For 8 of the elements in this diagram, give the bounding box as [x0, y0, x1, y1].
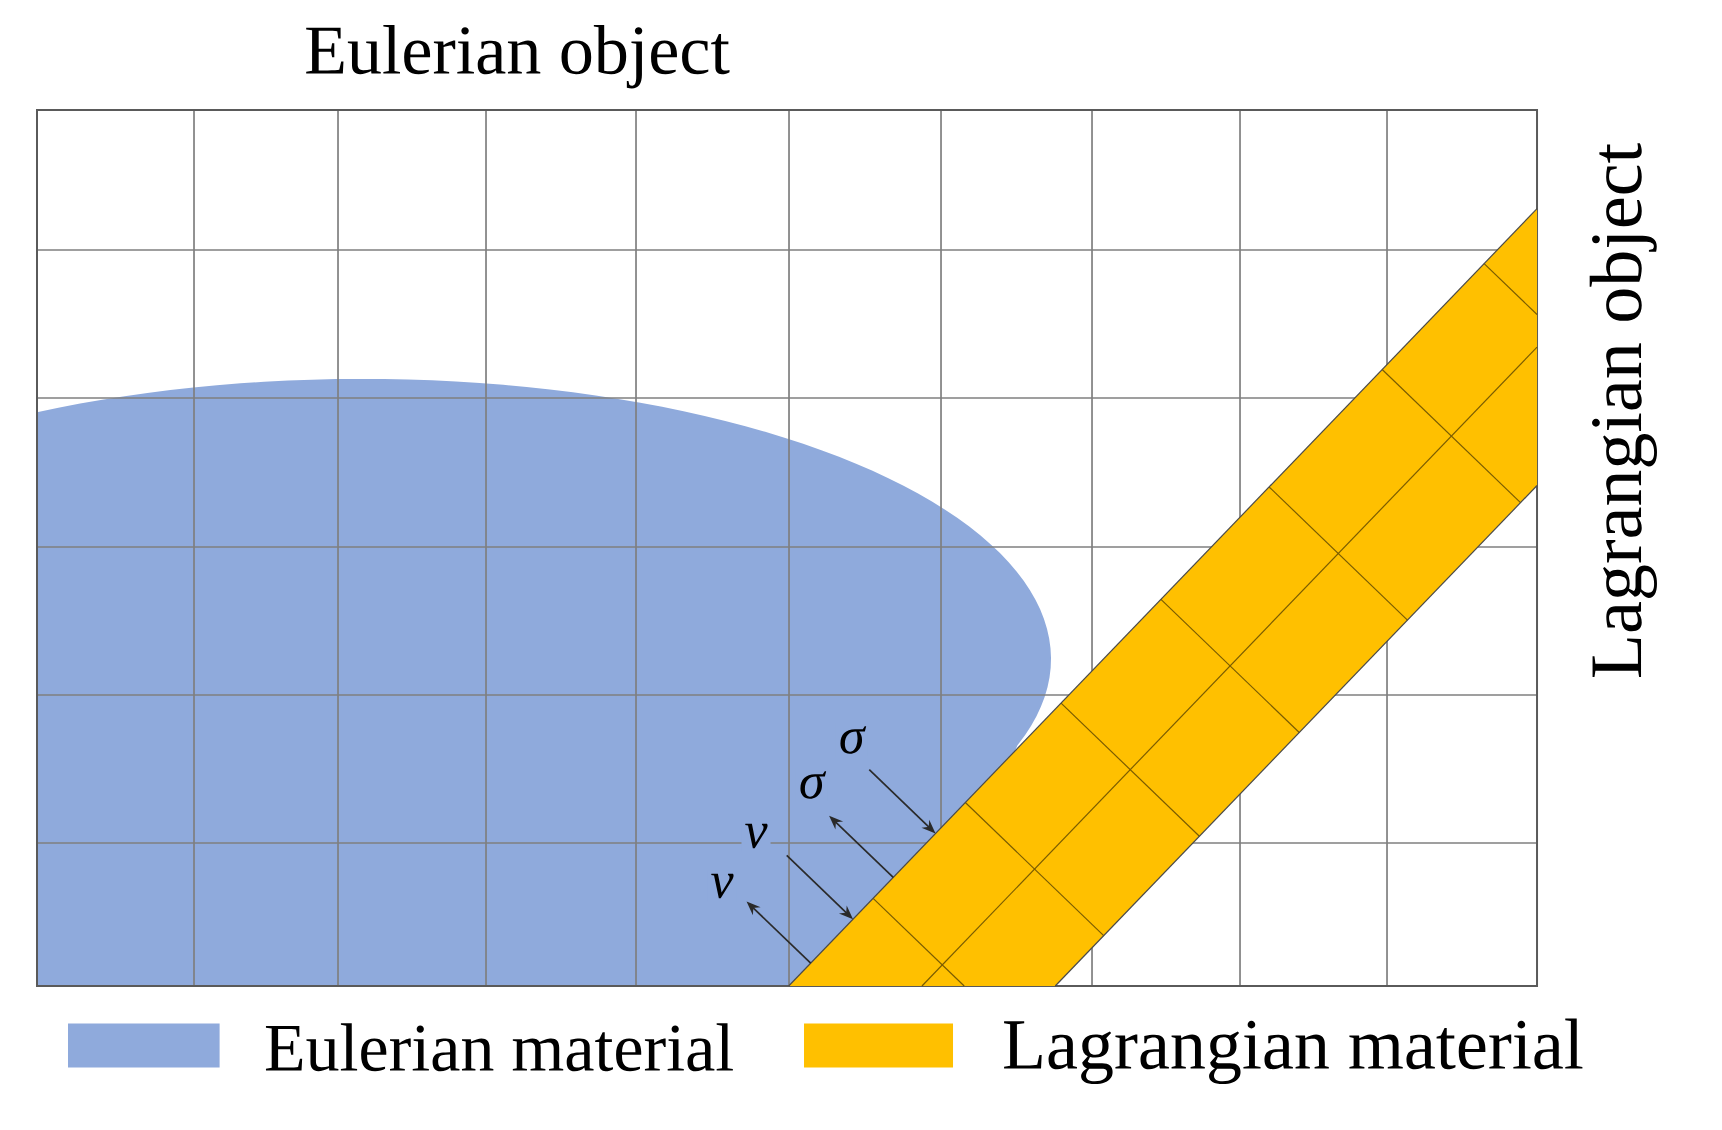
legend-label: Eulerian material	[265, 1023, 733, 1072]
heading: Lagrangian object	[1589, 143, 1657, 677]
legend-label: Lagrangian material	[1004, 1018, 1583, 1085]
edge-label: v	[707, 870, 737, 902]
edge-label: σ	[795, 768, 828, 802]
edge-label: σ	[835, 723, 868, 757]
heading: Eulerian object	[306, 24, 730, 89]
edge-label: v	[741, 820, 771, 852]
